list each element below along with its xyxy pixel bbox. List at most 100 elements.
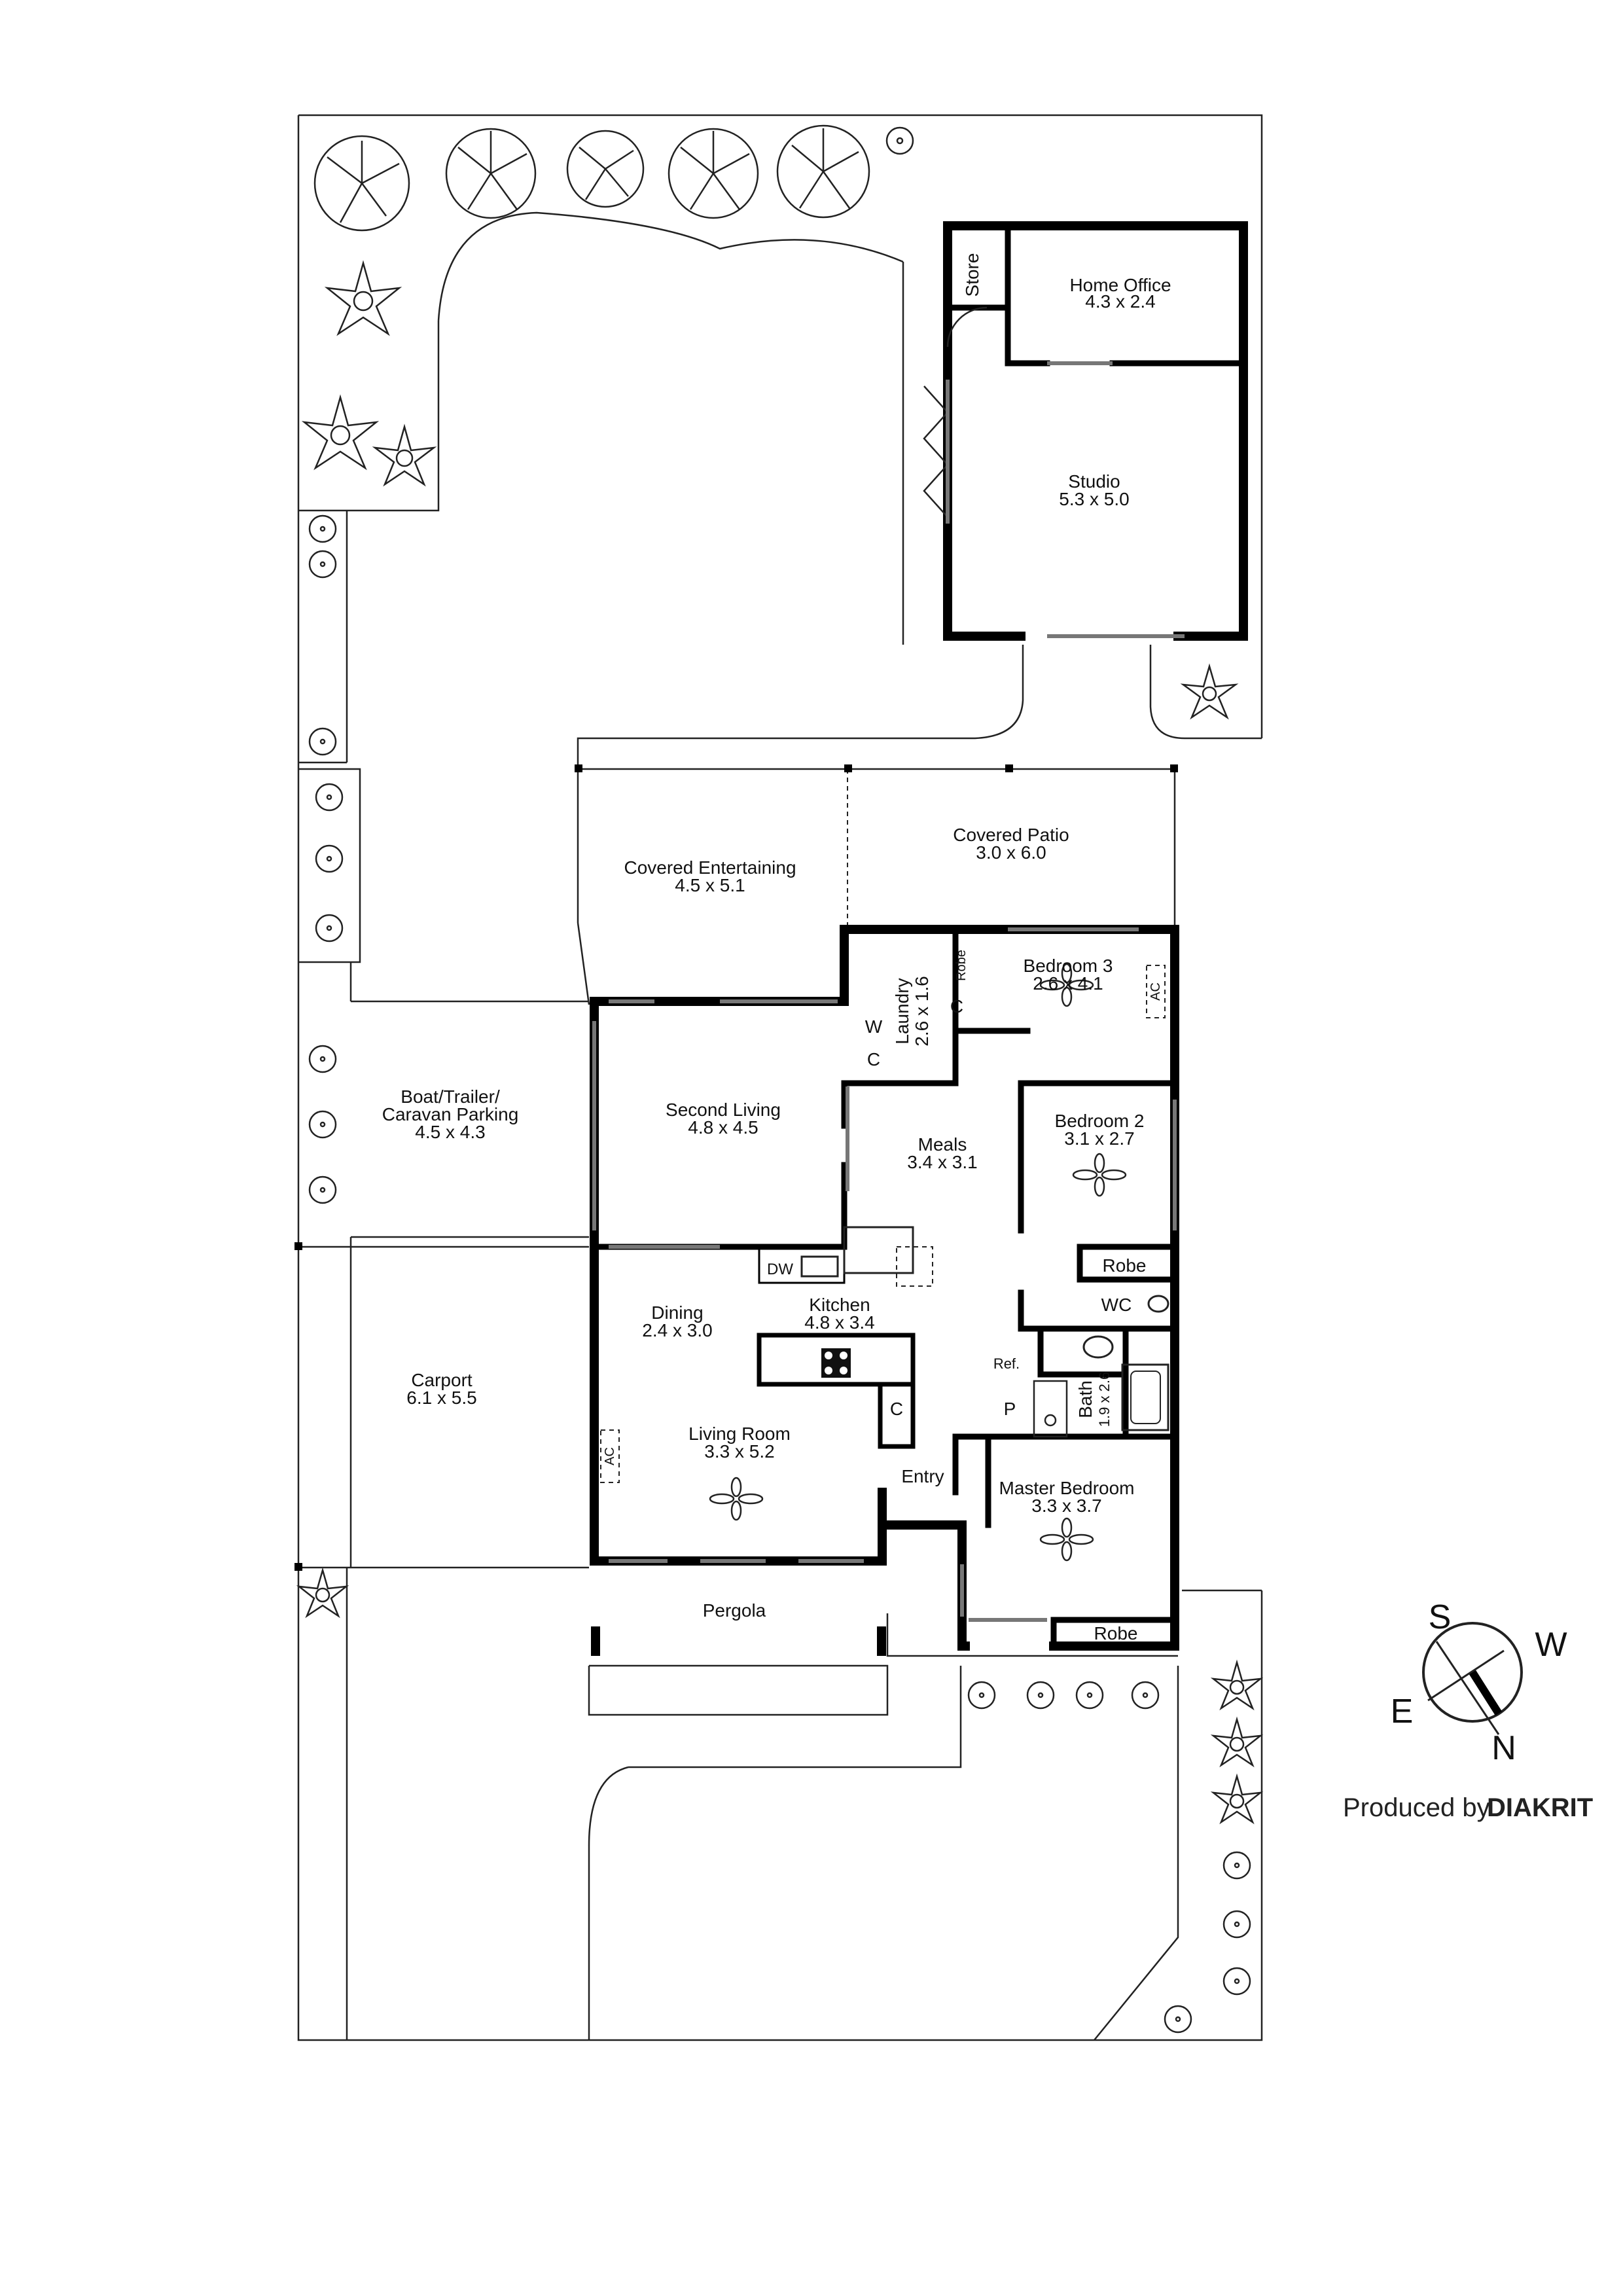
tree-icon <box>776 124 870 219</box>
bush-icon <box>308 1045 337 1073</box>
covered-areas <box>575 764 1178 1005</box>
washer-label: W <box>865 1016 883 1037</box>
tree-icon <box>668 128 759 219</box>
covered-entertaining-dims: 4.5 x 5.1 <box>675 875 745 895</box>
robe-bedroom2: Robe <box>1103 1255 1147 1276</box>
shrub-icon <box>1210 1716 1264 1768</box>
tree-icon-group <box>313 124 914 232</box>
parking-areas <box>294 1000 589 1571</box>
room-labels: Home Office 4.3 x 2.4 Store Studio 5.3 x… <box>382 253 1171 1621</box>
ceiling-fan-icon <box>1039 1517 1094 1562</box>
second-living-dims: 4.8 x 4.5 <box>688 1117 758 1138</box>
lot-boundary <box>297 114 1263 2041</box>
shrub-icon <box>1210 1659 1264 1711</box>
bush-icon <box>308 550 337 579</box>
bath-dims: 1.9 x 2.6 <box>1096 1372 1113 1427</box>
compass-n: N <box>1491 1729 1516 1767</box>
shrub-icon <box>372 423 437 487</box>
covered-patio-name: Covered Patio <box>953 825 1069 845</box>
ceiling-fan-icon <box>1072 1153 1127 1197</box>
dining-name: Dining <box>651 1302 703 1323</box>
bush-icon <box>1026 1681 1055 1710</box>
living-room-dims: 3.3 x 5.2 <box>704 1441 774 1462</box>
shrub-icon <box>324 260 402 336</box>
master-bedroom-dims: 3.3 x 3.7 <box>1031 1496 1101 1516</box>
bath-fixtures <box>1033 1295 1169 1438</box>
bath-name: Bath <box>1075 1380 1096 1418</box>
bush-icon <box>308 1175 337 1204</box>
compass-e: E <box>1391 1693 1414 1731</box>
fixture-labels: Robe Robe Robe C W C C P WC DW Ref. AC A… <box>603 950 1163 1643</box>
dishwasher-label: DW <box>767 1261 793 1278</box>
covered-entertaining-name: Covered Entertaining <box>624 857 796 878</box>
shrub-icon <box>1180 663 1239 720</box>
bush-icon <box>308 1110 337 1139</box>
covered-patio-dims: 3.0 x 6.0 <box>976 842 1046 863</box>
ceiling-fan-icon <box>709 1477 764 1521</box>
compass: S W E N <box>1391 1598 1567 1767</box>
bush-icon <box>1075 1681 1104 1710</box>
bush-icon <box>308 727 337 756</box>
tree-icon <box>445 128 537 219</box>
cupboard-kitchen: C <box>890 1399 903 1419</box>
credit-brand: DIAKRIT <box>1487 1793 1593 1822</box>
kitchen-name: Kitchen <box>809 1295 870 1315</box>
ac-label-bedroom3: AC <box>1149 982 1163 1001</box>
shrub-icon <box>301 394 380 471</box>
house-walls <box>590 925 1179 1656</box>
meals-dims: 3.4 x 3.1 <box>907 1152 977 1172</box>
bush-icon <box>967 1681 996 1710</box>
studio-name: Studio <box>1068 471 1120 492</box>
shrub-icon <box>296 1567 349 1619</box>
tree-icon <box>566 130 645 208</box>
compass-w: W <box>1535 1626 1567 1664</box>
tree-icon <box>313 135 410 232</box>
credit-produced-by: Produced by <box>1343 1793 1490 1822</box>
bush-icon <box>1164 2005 1192 2034</box>
shrub-icon <box>1210 1773 1264 1825</box>
bush-icon <box>1222 1967 1251 1996</box>
bush-icon <box>315 783 344 812</box>
wc-label: WC <box>1101 1295 1132 1315</box>
bedroom3-dims: 2.6 x 4.1 <box>1033 973 1103 994</box>
house-windows <box>592 927 1177 1622</box>
credit: Produced by DIAKRIT <box>1343 1793 1593 1822</box>
laundry-name: Laundry <box>892 978 912 1044</box>
entry-name: Entry <box>901 1466 944 1486</box>
fridge-label: Ref. <box>993 1355 1020 1372</box>
home-office-name: Home Office <box>1069 275 1171 295</box>
compass-ring <box>1422 1622 1523 1723</box>
boat-line1: Boat/Trailer/ <box>401 1086 500 1107</box>
bush-icon-group <box>308 514 1251 2034</box>
bedroom2-dims: 3.1 x 2.7 <box>1064 1128 1134 1149</box>
dining-dims: 2.4 x 3.0 <box>642 1320 712 1340</box>
boat-line2: Caravan Parking <box>382 1104 519 1124</box>
compass-s: S <box>1429 1598 1452 1636</box>
living-room-name: Living Room <box>688 1424 791 1444</box>
shrub-icon-group <box>296 260 1264 1825</box>
fan-icon-group <box>709 963 1127 1562</box>
bush-icon <box>315 844 344 873</box>
kitchen-dims: 4.8 x 3.4 <box>804 1312 874 1333</box>
cupboard-laundry-2: C <box>867 1049 880 1069</box>
master-bedroom-name: Master Bedroom <box>999 1478 1135 1498</box>
studio-building <box>923 221 1248 641</box>
store-name: Store <box>962 253 982 297</box>
bush-icon <box>1222 1851 1251 1880</box>
ceiling-fan-icon <box>1039 963 1094 1007</box>
boat-dims: 4.5 x 4.3 <box>415 1122 485 1142</box>
bush-icon <box>315 914 344 942</box>
studio-dims: 5.3 x 5.0 <box>1059 489 1129 509</box>
meals-name: Meals <box>918 1134 967 1155</box>
ac-unit-living <box>600 1429 620 1483</box>
laundry-dims: 2.6 x 1.6 <box>912 976 932 1046</box>
robe-master: Robe <box>1094 1623 1138 1643</box>
bedroom2-name: Bedroom 2 <box>1055 1111 1145 1131</box>
kitchen-benches <box>757 1226 933 1449</box>
carport-dims: 6.1 x 5.5 <box>406 1388 476 1408</box>
pantry-label: P <box>1004 1399 1016 1419</box>
cupboard-laundry: C <box>950 996 963 1016</box>
ac-label-living: AC <box>603 1447 617 1465</box>
home-office-dims: 4.3 x 2.4 <box>1085 291 1155 312</box>
